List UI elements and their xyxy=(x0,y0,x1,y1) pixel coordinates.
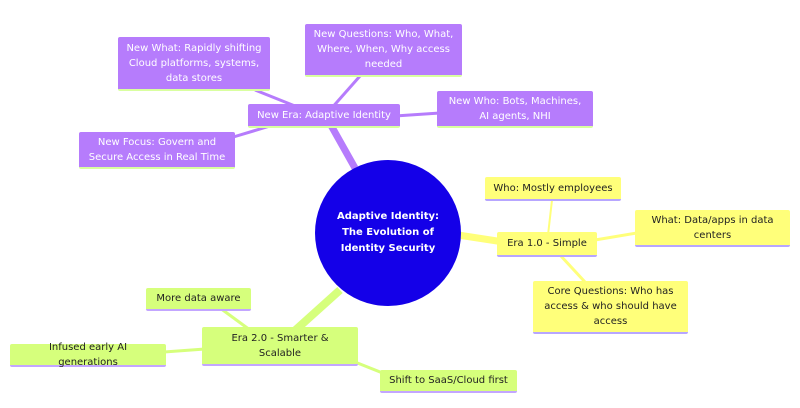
node-label: Era 1.0 - Simple xyxy=(507,238,587,249)
node-era1-who[interactable]: Who: Mostly employees xyxy=(485,177,621,201)
edge-era1-what xyxy=(594,231,638,242)
edge-era1-core xyxy=(558,253,587,284)
node-label: New What: Rapidly shifting Cloud platfor… xyxy=(126,42,262,84)
node-label: What: Data/apps in data centers xyxy=(651,214,774,241)
node-label: Infused early AI generations xyxy=(48,341,128,368)
root-label: Adaptive Identity: The Evolution of Iden… xyxy=(336,211,440,254)
node-label: Shift to SaaS/Cloud first xyxy=(389,375,508,386)
node-era2-infused-ai[interactable]: Infused early AI generations xyxy=(10,342,166,368)
edge-adaptive-focus xyxy=(229,124,271,140)
node-label: New Who: Bots, Machines, AI agents, NHI xyxy=(448,95,582,122)
node-label: New Questions: Who, What, Where, When, W… xyxy=(313,29,454,70)
node-new-what[interactable]: New What: Rapidly shifting Cloud platfor… xyxy=(118,37,270,91)
node-label: Who: Mostly employees xyxy=(493,182,613,194)
node-era1[interactable]: Era 1.0 - Simple xyxy=(497,232,597,257)
node-label: Core Questions: Who has access & who sho… xyxy=(544,286,677,327)
node-label: Era 2.0 - Smarter & Scalable xyxy=(231,332,329,359)
node-label: New Focus: Govern and Secure Access in R… xyxy=(88,136,226,163)
edge-root-adaptive xyxy=(324,118,359,170)
edge-adaptive-who xyxy=(394,111,441,118)
node-era2[interactable]: Era 2.0 - Smarter & Scalable xyxy=(202,327,358,366)
node-new-questions[interactable]: New Questions: Who, What, Where, When, W… xyxy=(305,24,462,77)
edge-era2-infused xyxy=(163,347,206,354)
node-label: New Era: Adaptive Identity xyxy=(257,109,391,121)
node-era2-shift-saas[interactable]: Shift to SaaS/Cloud first xyxy=(380,370,517,393)
node-new-era[interactable]: New Era: Adaptive Identity xyxy=(248,104,400,128)
node-new-who[interactable]: New Who: Bots, Machines, AI agents, NHI xyxy=(437,91,593,128)
edge-era2-moredata xyxy=(219,306,251,332)
node-era2-more-data[interactable]: More data aware xyxy=(146,288,251,311)
node-era1-core-questions[interactable]: Core Questions: Who has access & who sho… xyxy=(533,281,688,334)
edge-era1-who xyxy=(547,199,553,236)
node-era1-what[interactable]: What: Data/apps in data centers xyxy=(635,210,790,247)
node-label: More data aware xyxy=(156,293,241,304)
node-new-focus[interactable]: New Focus: Govern and Secure Access in R… xyxy=(79,132,235,169)
root-node[interactable]: Adaptive Identity: The Evolution of Iden… xyxy=(315,160,461,306)
